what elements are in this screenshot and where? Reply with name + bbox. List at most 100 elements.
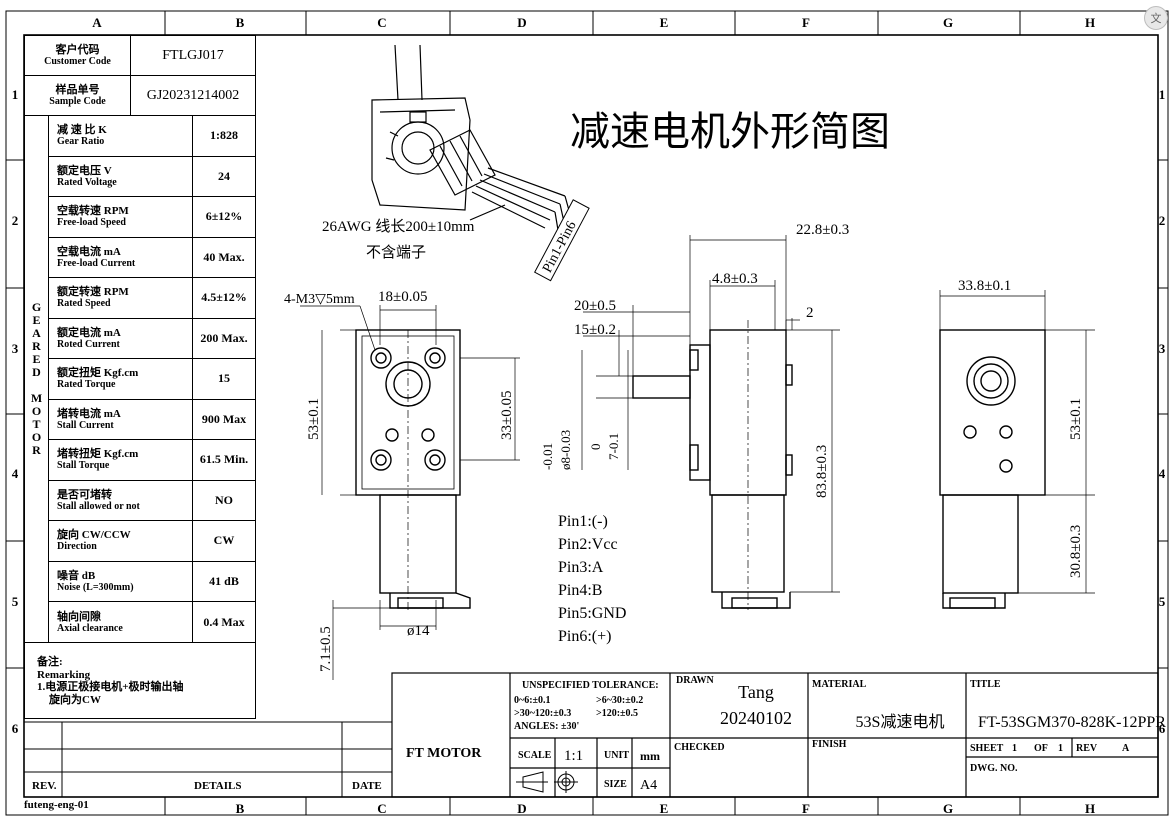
remark-line-2: 旋向为CW xyxy=(49,693,101,706)
sample-code-label-en: Sample Code xyxy=(49,96,106,107)
side-letter: G xyxy=(31,300,42,314)
dim-14: ø14 xyxy=(407,623,430,639)
zone-col-e-bottom: E xyxy=(660,801,669,816)
outer-frame xyxy=(5,10,1169,816)
dim-228: 22.8±0.3 xyxy=(796,222,849,238)
company-name: FT MOTOR xyxy=(406,746,482,761)
material-label: MATERIAL xyxy=(812,679,867,690)
spec-row-value: 24 xyxy=(193,157,255,197)
customer-code-label-cn: 客户代码 xyxy=(55,44,100,56)
spec-row-label: 噪音 dB Noise (L=300mm) xyxy=(49,561,193,602)
tolerance-line-2a: >30~120:±0.3 xyxy=(514,708,571,719)
spec-row-label: 额定转速 RPM Rated Speed xyxy=(49,278,193,319)
remarks: 备注: Remarking 1.电源正极接电机+极时输出轴 旋向为CW xyxy=(37,656,247,706)
spec-rows: 减 速 比 K Gear Ratio 1:828 额定电压 V Rated Vo… xyxy=(49,116,255,643)
spec-row-value: 0.4 Max xyxy=(193,602,255,643)
customer-code-value: FTLGJ017 xyxy=(131,36,255,76)
spec-row-label: 是否可堵转 Stall allowed or not xyxy=(49,480,193,521)
size-label: SIZE xyxy=(604,779,627,790)
spec-row-en: Rated Speed xyxy=(57,298,111,310)
spec-row-en: Rated Torque xyxy=(57,379,116,391)
front-view-dims xyxy=(300,305,520,680)
dim-shaft-tol-c: 0 xyxy=(588,444,603,451)
side-letter: O xyxy=(31,430,42,444)
remark-en: Remarking xyxy=(37,668,91,681)
remark-line-1: 1.电源正极接电机+极时输出轴 xyxy=(37,681,184,693)
spec-row-label: 轴向间隙 Axial clearance xyxy=(49,602,193,643)
zone-ticks xyxy=(6,11,1168,815)
details-col-label: DETAILS xyxy=(194,780,241,792)
customer-code-label-en: Customer Code xyxy=(44,56,111,67)
side-letter: D xyxy=(32,365,41,379)
spec-row-value: 6±12% xyxy=(193,197,255,238)
spec-row-value: NO xyxy=(193,481,255,521)
spec-row-en: Axial clearance xyxy=(57,622,123,634)
date-col-label: DATE xyxy=(352,780,382,792)
rev-col-label: REV. xyxy=(32,780,57,792)
pin-range-box xyxy=(534,199,590,282)
sample-code-label-cn: 样品单号 xyxy=(55,84,100,96)
revision-block xyxy=(24,721,392,797)
side-letter: O xyxy=(31,404,42,418)
spec-row-cn: 旋向 CW/CCW xyxy=(57,529,131,542)
dim-838: 83.8±0.3 xyxy=(814,445,830,498)
zone-row-4: 4 xyxy=(12,466,19,481)
spec-row-cn: 堵转电流 mA xyxy=(57,407,121,420)
zone-col-f: F xyxy=(802,15,810,30)
pin-6: Pin6:(+) xyxy=(558,628,611,645)
drawing-title: 减速电机外形简图 xyxy=(570,109,890,154)
wire-spec-label: 26AWG 线长200±10mm xyxy=(322,218,475,235)
side-view-dims xyxy=(581,235,840,610)
spec-row-cn: 额定电压 V xyxy=(57,164,112,177)
zone-col-f-bottom: F xyxy=(802,801,810,816)
spec-row-label: 空载电流 mA Free-load Current xyxy=(49,237,193,278)
zone-col-d: D xyxy=(517,15,526,30)
remark-cn: 备注: xyxy=(37,656,63,668)
side-letter: A xyxy=(32,326,41,340)
spec-row-cn: 空载转速 RPM xyxy=(57,205,129,218)
spec-row-value: 200 Max. xyxy=(193,319,255,359)
dim-2: 2 xyxy=(806,305,814,321)
spec-row-en: Stall allowed or not xyxy=(57,500,140,512)
dim-338: 33.8±0.1 xyxy=(958,278,1011,294)
translate-icon[interactable]: 文 xyxy=(1144,6,1168,30)
side-letter: M xyxy=(30,391,43,405)
zone-row-6-right: 6 xyxy=(1159,721,1166,736)
scale-label: SCALE xyxy=(518,750,552,761)
size-value: A4 xyxy=(640,778,657,793)
spec-row-label: 额定电流 mA Roted Current xyxy=(49,318,193,359)
spec-row-en: Gear Ratio xyxy=(57,136,105,148)
sample-code-label: 样品单号 Sample Code xyxy=(25,76,131,116)
zone-row-3-right: 3 xyxy=(1159,341,1166,356)
spec-row-en: Roted Current xyxy=(57,338,120,350)
spec-table: 客户代码 Customer Code FTLGJ017 样品单号 Sample … xyxy=(24,35,256,719)
spec-row-label: 旋向 CW/CCW Direction xyxy=(49,521,193,562)
zone-col-c: C xyxy=(377,15,386,30)
spec-row-label: 堵转电流 mA Stall Current xyxy=(49,399,193,440)
zone-row-3: 3 xyxy=(12,341,19,356)
dim-20: 20±0.5 xyxy=(574,298,616,314)
spec-row-cn: 是否可堵转 xyxy=(57,488,112,501)
spec-row-value: 4.5±12% xyxy=(193,278,255,319)
pin-1: Pin1:(-) xyxy=(558,513,608,530)
dim-33: 33±0.05 xyxy=(499,391,515,440)
spec-row-en: Free-load Current xyxy=(57,257,136,269)
checked-label: CHECKED xyxy=(674,742,725,753)
pin-5: Pin5:GND xyxy=(558,605,626,622)
spec-row-en: Noise (L=300mm) xyxy=(57,581,134,593)
back-view xyxy=(939,329,1046,609)
pin-4: Pin4:B xyxy=(558,582,602,599)
zone-row-1: 1 xyxy=(12,87,19,102)
spec-row-value: 15 xyxy=(193,359,255,400)
pin-3: Pin3:A xyxy=(558,559,604,576)
zone-col-e: E xyxy=(660,15,669,30)
side-letter: R xyxy=(32,443,41,457)
spec-row-value: 900 Max xyxy=(193,400,255,440)
zone-row-2-right: 2 xyxy=(1159,213,1166,228)
spec-row-cn: 空载电流 mA xyxy=(57,245,121,258)
title-value: FT-53SGM370-828K-12PPR xyxy=(978,714,1166,731)
zone-col-b: B xyxy=(236,15,245,30)
spec-row-cn: 减 速 比 K xyxy=(57,124,107,137)
geared-motor-side-label: G E A R E D M O T O R xyxy=(25,116,49,643)
tolerance-line-1a: 0~6:±0.1 xyxy=(514,695,551,706)
